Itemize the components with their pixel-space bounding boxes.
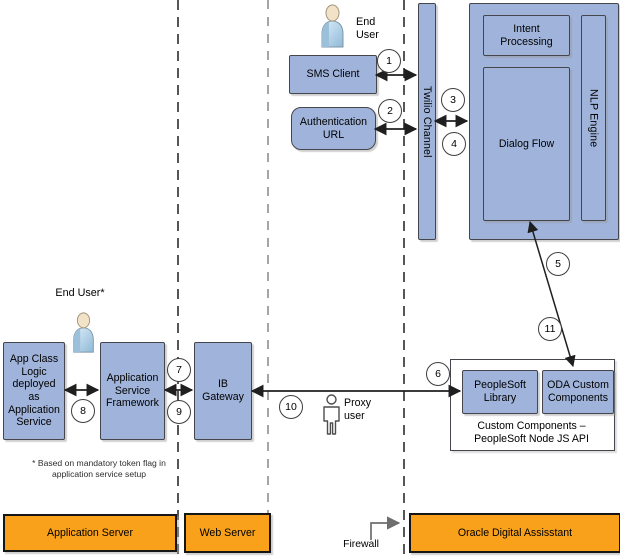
- step-circle-7: 7: [167, 358, 191, 382]
- step-2-label: 2: [387, 105, 393, 117]
- twilio-channel-box: Twilio Channel: [418, 3, 436, 240]
- step-circle-11: 11: [538, 317, 562, 341]
- application-server-label: Application Server: [47, 526, 133, 539]
- step-10-label: 10: [285, 401, 297, 413]
- peoplesoft-library-label: PeopleSoft Library: [474, 379, 526, 404]
- firewall-pointer-arrow: [370, 516, 401, 540]
- sms-client-label: SMS Client: [306, 68, 360, 81]
- twilio-channel-label: Twilio Channel: [421, 85, 433, 158]
- ib-gateway-box: IB Gateway: [194, 342, 252, 440]
- oracle-digital-assistant-label: Oracle Digital Assisstant: [457, 526, 573, 539]
- step-circle-2: 2: [378, 99, 402, 123]
- intent-processing-label: Intent Processing: [500, 22, 553, 48]
- web-server-label: Web Server: [199, 526, 256, 539]
- step-9-label: 9: [176, 406, 182, 418]
- oracle-digital-assistant-zone: Oracle Digital Assisstant: [409, 513, 620, 553]
- step-5-label: 5: [555, 258, 561, 270]
- step-4-label: 4: [451, 138, 457, 150]
- ib-gateway-label: IB Gateway: [202, 378, 244, 403]
- dialog-flow-label: Dialog Flow: [498, 137, 555, 150]
- step-8-label: 8: [80, 405, 86, 417]
- step-circle-10: 10: [279, 395, 303, 419]
- sms-client-box: SMS Client: [289, 55, 377, 94]
- proxy-user-label: Proxy user: [344, 397, 372, 422]
- step-1-label: 1: [386, 55, 392, 67]
- oda-custom-components-box: ODA Custom Components: [542, 370, 614, 414]
- custom-components-caption: Custom Components – PeopleSoft Node JS A…: [474, 420, 589, 446]
- peoplesoft-library-box: PeopleSoft Library: [462, 370, 538, 414]
- application-service-framework-box: Application Service Framework: [100, 342, 165, 440]
- authentication-url-label: Authentication URL: [299, 115, 368, 141]
- firewall-label: Firewall: [343, 539, 379, 550]
- end-user-left-label: End User*: [55, 287, 105, 299]
- end-user-left-icon: [73, 312, 94, 353]
- app-class-logic-box: App Class Logic deployed as Application …: [3, 342, 65, 440]
- step-circle-1: 1: [377, 49, 401, 73]
- web-server-zone: Web Server: [184, 513, 271, 553]
- step-7-label: 7: [176, 364, 182, 376]
- footnote: * Based on mandatory token flag in appli…: [32, 458, 166, 480]
- step-3-label: 3: [450, 94, 456, 106]
- step-circle-5: 5: [546, 252, 570, 276]
- oda-custom-components-label: ODA Custom Components: [547, 379, 609, 404]
- application-service-framework-label: Application Service Framework: [106, 371, 159, 410]
- step-circle-9: 9: [167, 400, 191, 424]
- application-server-zone: Application Server: [3, 514, 177, 552]
- step-circle-8: 8: [71, 399, 95, 423]
- step-6-label: 6: [435, 368, 441, 380]
- step-circle-3: 3: [441, 88, 465, 112]
- arrow-dialogflow-customcomponents: [527, 220, 576, 368]
- nlp-engine-label: NLP Engine: [587, 88, 600, 148]
- dialog-flow-box: Dialog Flow: [483, 67, 570, 221]
- step-circle-4: 4: [442, 132, 466, 156]
- proxy-user-icon: [323, 394, 340, 435]
- app-class-logic-label: App Class Logic deployed as Application …: [8, 352, 60, 429]
- intent-processing-box: Intent Processing: [483, 15, 570, 56]
- authentication-url-box: Authentication URL: [291, 107, 376, 150]
- step-circle-6: 6: [426, 362, 450, 386]
- end-user-icon: [321, 4, 344, 48]
- end-user-top-label: End User: [356, 16, 379, 42]
- step-11-label: 11: [544, 323, 556, 335]
- nlp-engine-box: NLP Engine: [581, 15, 606, 221]
